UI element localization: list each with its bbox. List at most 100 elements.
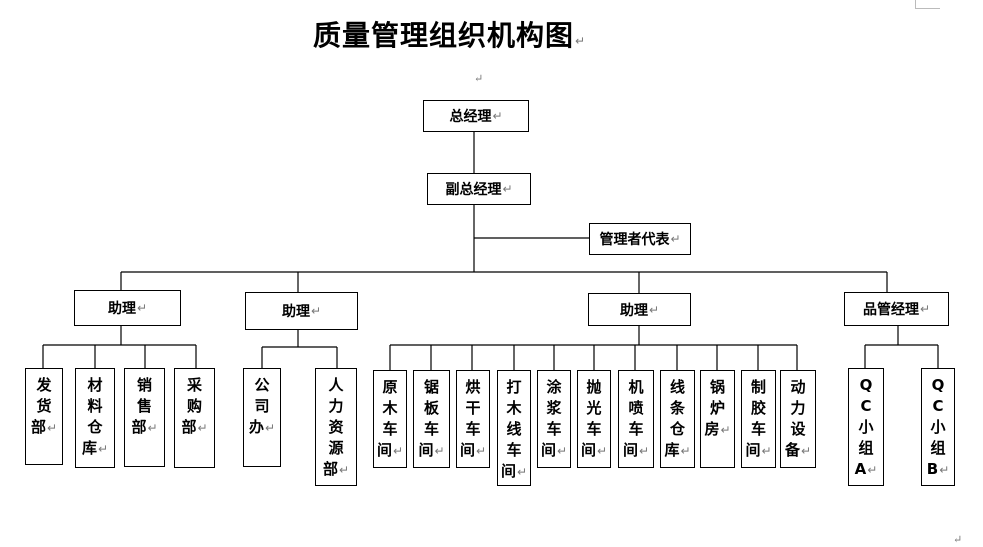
node-management-representative: 管理者代表↵ — [589, 223, 691, 255]
dept-char: 间↵ — [745, 441, 772, 459]
dept-8: 烘干车间↵ — [456, 370, 490, 468]
dept-7: 锯板车间↵ — [413, 370, 450, 468]
dept-char: 购 — [186, 397, 202, 415]
paragraph-mark: ↵ — [761, 444, 772, 458]
dept-char: B↵ — [926, 460, 950, 478]
dept-char: 间↵ — [540, 441, 568, 459]
paragraph-mark: ↵ — [867, 463, 878, 477]
dept-char: 小 — [930, 418, 946, 436]
paragraph-mark: ↵ — [392, 444, 404, 458]
dept-char: 涂 — [546, 378, 562, 396]
paragraph-mark: ↵ — [474, 72, 484, 85]
dept-char: 组 — [858, 439, 874, 457]
dept-char: Q — [859, 376, 873, 394]
node-general-manager: 总经理↵ — [423, 100, 529, 132]
paragraph-mark: ↵ — [939, 463, 950, 477]
dept-char: 组 — [930, 439, 946, 457]
dept-char: 资 — [328, 418, 344, 436]
dept-char: 库↵ — [81, 439, 109, 457]
dept-char: 木 — [506, 399, 522, 417]
dept-char: 仓 — [87, 418, 103, 436]
dept-char: C — [932, 397, 944, 415]
node-assistant-2: 助理↵ — [245, 292, 358, 330]
dept-char: 锯 — [423, 378, 439, 396]
paragraph-mark: ↵ — [638, 444, 650, 458]
paragraph-mark: ↵ — [197, 421, 208, 435]
dept-char: 条 — [669, 399, 685, 417]
paragraph-mark: ↵ — [147, 421, 158, 435]
dept-char: 售 — [136, 397, 152, 415]
page-corner-mark — [915, 0, 940, 9]
dept-char: 打 — [506, 378, 522, 396]
paragraph-mark: ↵ — [434, 444, 445, 458]
dept-char: A↵ — [854, 460, 878, 478]
paragraph-mark: ↵ — [800, 444, 812, 458]
dept-char: 货 — [36, 397, 52, 415]
dept-char: 车 — [586, 420, 602, 438]
dept-char: 胶 — [750, 399, 766, 417]
dept-char: 小 — [858, 418, 874, 436]
dept-1: 材料仓库↵ — [75, 368, 115, 468]
paragraph-mark: ↵ — [596, 444, 608, 458]
paragraph-mark: ↵ — [475, 444, 487, 458]
dept-char: 间↵ — [622, 441, 650, 459]
dept-char: 设 — [790, 420, 806, 438]
chart-title: 质量管理组织机构图↵ — [313, 19, 587, 52]
node-quality-manager: 品管经理↵ — [844, 292, 949, 326]
dept-char: 发 — [36, 376, 52, 394]
dept-char: 喷 — [628, 399, 644, 417]
dept-12: 机喷车间↵ — [618, 370, 654, 468]
dept-11: 抛光车间↵ — [577, 370, 611, 468]
dept-char: 司 — [254, 397, 270, 415]
dept-14: 锅炉房↵ — [700, 370, 735, 468]
dept-char: 光 — [586, 399, 602, 417]
dept-2: 销售部↵ — [124, 368, 165, 467]
paragraph-mark: ↵ — [680, 444, 691, 458]
node-assistant-1: 助理↵ — [74, 290, 181, 326]
dept-char: 浆 — [546, 399, 562, 417]
dept-char: C — [860, 397, 872, 415]
dept-char: 线 — [669, 378, 685, 396]
dept-char: 备↵ — [784, 441, 812, 459]
dept-13: 线条仓库↵ — [660, 370, 695, 468]
dept-char: 销 — [136, 376, 152, 394]
dept-char: 木 — [382, 399, 398, 417]
dept-3: 采购部↵ — [174, 368, 215, 468]
dept-char: 仓 — [669, 420, 685, 438]
dept-16: 动力设备↵ — [780, 370, 816, 468]
dept-char: 车 — [423, 420, 439, 438]
dept-char: 间↵ — [376, 441, 404, 459]
paragraph-mark: ↵ — [264, 421, 276, 435]
paragraph-mark: ↵ — [556, 444, 568, 458]
dept-char: 部↵ — [131, 418, 158, 436]
dept-char: 干 — [465, 399, 481, 417]
dept-char: 板 — [423, 399, 439, 417]
dept-9: 打木线车间↵ — [497, 370, 531, 486]
dept-char: 库↵ — [664, 441, 691, 459]
dept-char: 部↵ — [322, 460, 350, 478]
dept-char: 材 — [87, 376, 103, 394]
dept-char: 间↵ — [418, 441, 445, 459]
dept-char: 间↵ — [459, 441, 487, 459]
dept-char: 机 — [628, 378, 644, 396]
dept-char: 车 — [628, 420, 644, 438]
dept-char: 力 — [328, 397, 344, 415]
dept-char: 原 — [382, 378, 398, 396]
dept-char: 力 — [790, 399, 806, 417]
dept-char: 动 — [790, 378, 806, 396]
dept-char: 车 — [506, 441, 522, 459]
dept-char: 办↵ — [248, 418, 276, 436]
paragraph-mark: ↵ — [46, 421, 58, 435]
dept-char: 锅 — [709, 378, 725, 396]
dept-char: 部↵ — [181, 418, 208, 436]
dept-4: 公司办↵ — [243, 368, 281, 467]
dept-char: 烘 — [465, 378, 481, 396]
dept-char: 房↵ — [704, 420, 731, 438]
dept-char: 车 — [382, 420, 398, 438]
dept-char: 人 — [328, 376, 344, 394]
dept-char: 车 — [546, 420, 562, 438]
dept-char: 部↵ — [30, 418, 58, 436]
